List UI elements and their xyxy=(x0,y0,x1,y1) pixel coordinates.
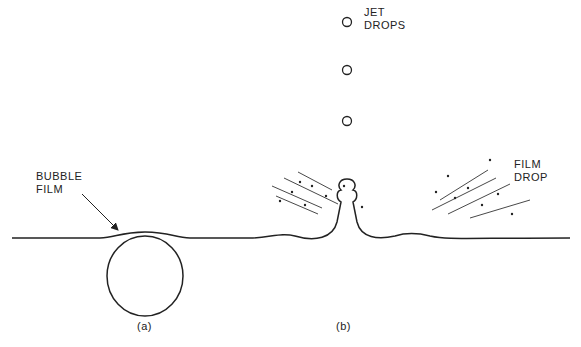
water-surface xyxy=(12,179,570,239)
film-drops-left xyxy=(279,181,363,208)
jet-drops-label: JET DROPS xyxy=(364,6,412,32)
bubble-film-label: BUBBLE FILM xyxy=(36,170,88,196)
film-drop-trails-left xyxy=(272,172,338,214)
jet-drop xyxy=(343,66,352,75)
panel-label: (b) xyxy=(336,320,366,333)
jet-drop xyxy=(343,18,352,27)
film-drop-label: FILM DROP xyxy=(514,158,562,184)
film-drops-right xyxy=(435,159,513,215)
leader-arrow xyxy=(82,194,118,230)
panel-label: (a) xyxy=(137,320,167,333)
jet-drop xyxy=(343,117,352,126)
air-bubble xyxy=(107,236,183,316)
